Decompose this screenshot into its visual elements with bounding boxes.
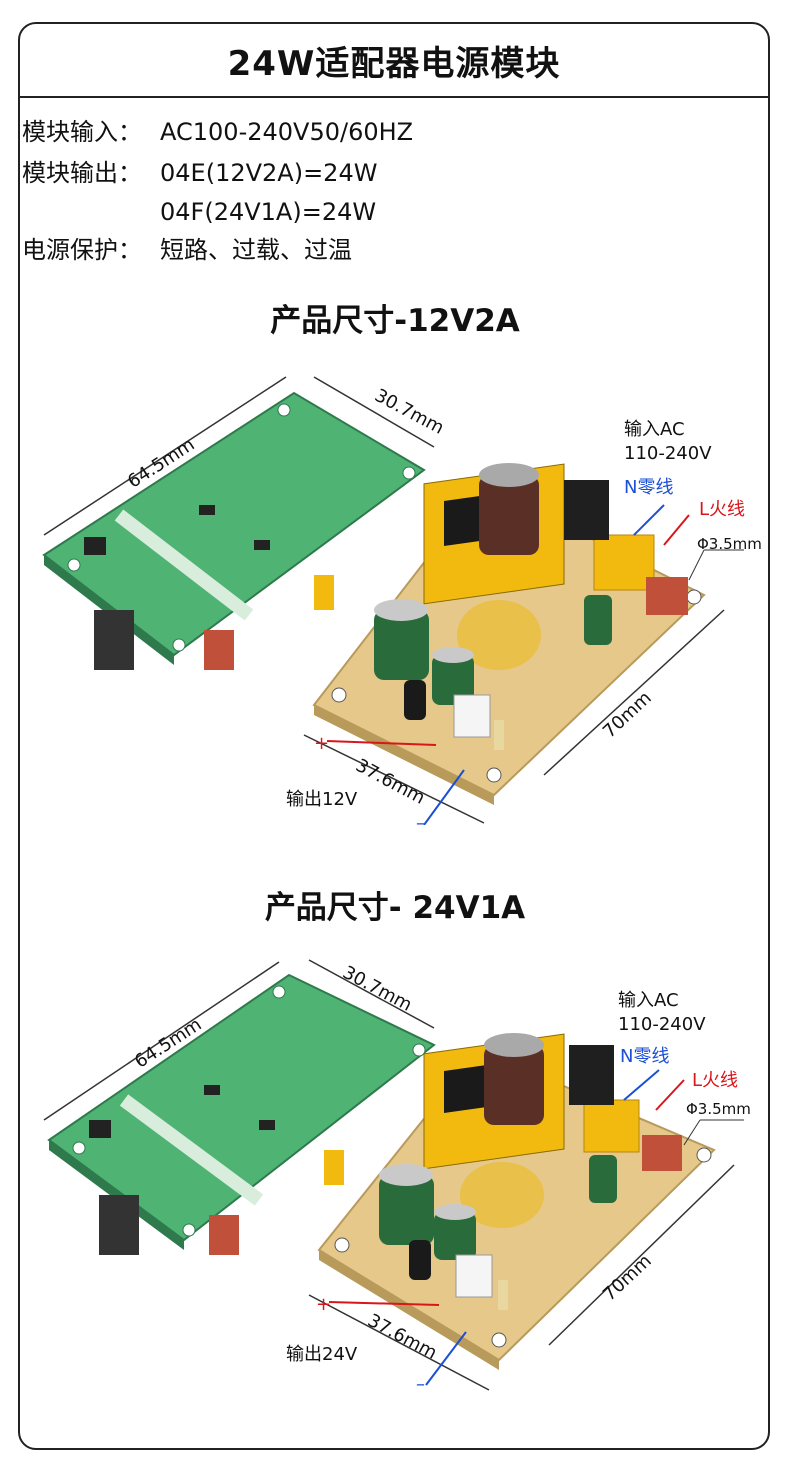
live-label: L火线 [692, 1070, 739, 1091]
neutral-label: N零线 [620, 1046, 670, 1067]
plus-label: + [316, 1294, 332, 1315]
pcb-top-board [312, 463, 706, 805]
input-ac-label: 输入AC [618, 990, 679, 1011]
spec-output-value-2: 04F(24V1A)=24W [160, 198, 377, 226]
section-title-24v: 产品尺寸- 24V1A [264, 890, 526, 926]
live-label: L火线 [699, 499, 746, 520]
title-bar: 24W适配器电源模块 [20, 24, 768, 98]
neutral-label: N零线 [624, 477, 674, 498]
page-title: 24W适配器电源模块 [227, 43, 561, 84]
spec-output-row-2: 04F(24V1A)=24W [22, 200, 376, 224]
plus-label: + [314, 733, 330, 754]
spec-protect-value: 短路、过载、过温 [160, 236, 352, 264]
product-image-12v: 30.7mm 64.5mm 70mm 37.6mm 输入AC 110-240V … [24, 365, 762, 834]
spec-output-value-1: 04E(12V2A)=24W [160, 159, 378, 187]
spec-input-value: AC100-240V50/60HZ [160, 118, 414, 146]
pcb-top-board [317, 1033, 716, 1370]
callout-lines-24v [328, 1069, 744, 1386]
pcb-illustration-24v [43, 959, 744, 1391]
dimension-lines-24v [43, 959, 735, 1391]
section-title-12v: 产品尺寸-12V2A [270, 303, 520, 339]
product-image-24v: 30.7mm 64.5mm 70mm 37.6mm 输入AC 110-240V … [24, 950, 751, 1410]
minus-label: – [416, 813, 425, 834]
hole-label: Φ3.5mm [686, 1100, 751, 1118]
pcb-bottom-board [47, 973, 436, 1255]
spec-output-row: 模块输出： 04E(12V2A)=24W [22, 161, 377, 185]
pcb-illustration-12v [42, 376, 744, 825]
spec-protect-row: 电源保护： 短路、过载、过温 [22, 238, 352, 262]
pcb-bottom-board [42, 391, 426, 670]
spec-protect-label: 电源保护： [22, 236, 142, 264]
output-label: 输出24V [286, 1344, 358, 1365]
callout-lines-12v [326, 504, 744, 825]
spec-output-label: 模块输出： [22, 159, 142, 187]
input-ac-label: 输入AC [624, 419, 685, 440]
input-range-label: 110-240V [618, 1014, 706, 1035]
input-range-label: 110-240V [624, 443, 712, 464]
dimension-lines-12v [43, 376, 725, 824]
spec-card: 24W适配器电源模块 [18, 22, 770, 1450]
hole-label: Φ3.5mm [697, 535, 762, 553]
spec-input-row: 模块输入： AC100-240V50/60HZ [22, 120, 413, 144]
output-label: 输出12V [286, 789, 358, 810]
minus-label: – [416, 1374, 425, 1395]
spec-input-label: 模块输入： [22, 118, 142, 146]
